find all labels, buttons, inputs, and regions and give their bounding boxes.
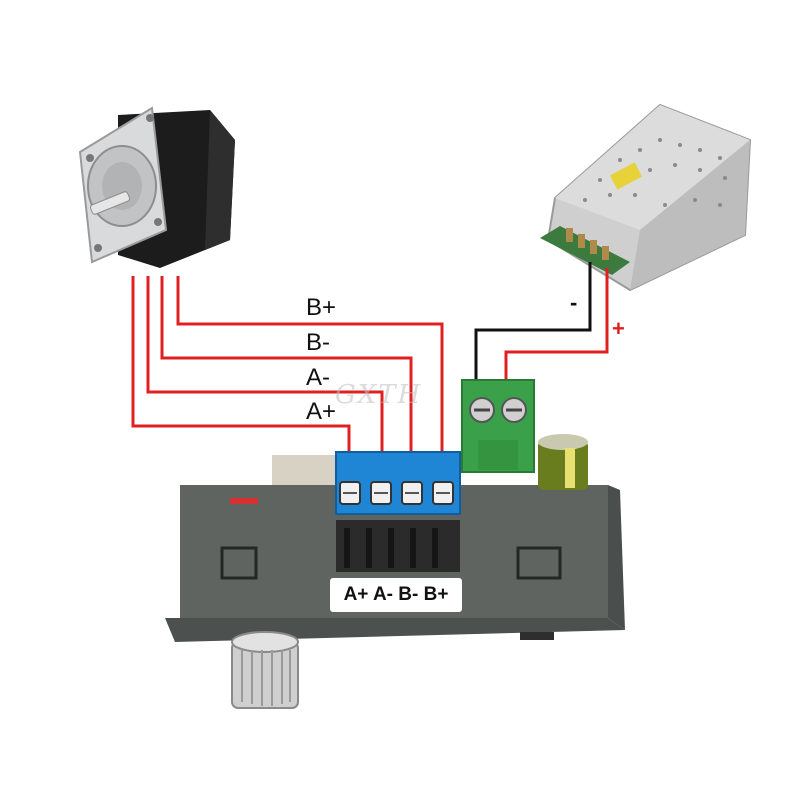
rotary-encoder-knob-icon <box>231 631 299 709</box>
label-a-plus: A+ <box>306 398 337 425</box>
label-negative: - <box>570 290 578 315</box>
stepper-motor-icon <box>78 106 235 268</box>
label-a-minus: A- <box>306 364 330 391</box>
terminal-pin-labels: A+ A- B- B+ <box>330 578 462 612</box>
electrolytic-capacitor-icon <box>538 434 588 490</box>
watermark-text: GXTH <box>335 380 423 410</box>
wire-b-minus <box>160 276 413 490</box>
wire-b-plus <box>176 276 444 490</box>
coil-terminal-block-icon <box>335 451 461 515</box>
power-supply-icon <box>540 103 752 292</box>
label-b-minus: B- <box>306 329 330 356</box>
wire-a-minus <box>146 276 384 490</box>
label-positive: + <box>612 316 625 341</box>
label-b-plus: B+ <box>306 294 337 321</box>
positive-supply-wire <box>504 268 609 390</box>
negative-supply-wire <box>474 262 592 390</box>
power-terminal-block-icon <box>461 379 535 473</box>
